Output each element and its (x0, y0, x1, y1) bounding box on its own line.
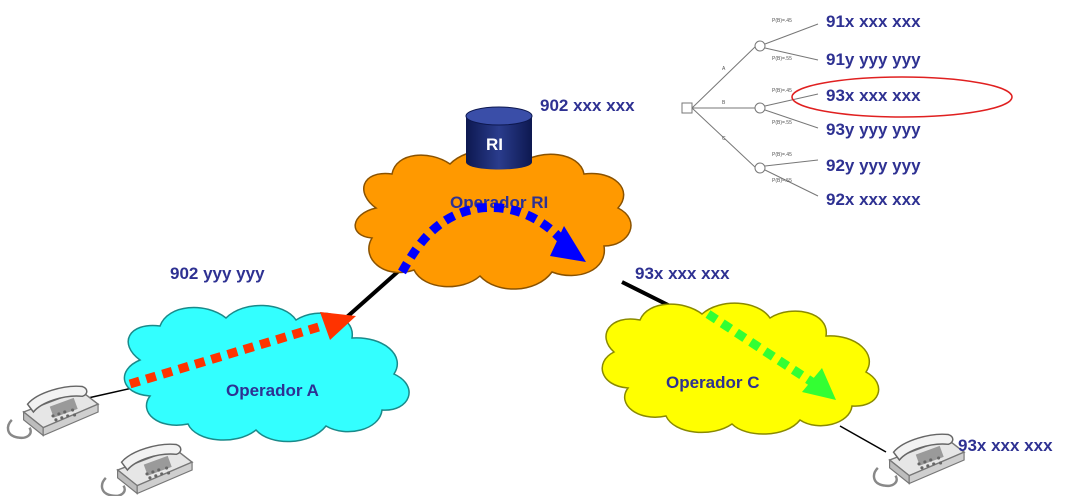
number-label-a: 902 yyy yyy (170, 264, 265, 283)
cloud-ri-label: Operador RI (450, 193, 548, 212)
tree-prob-label: P(B)=.45 (772, 88, 792, 94)
highlight-ellipse (791, 76, 1013, 118)
database-label: RI (486, 135, 503, 154)
database-ri: RI (465, 106, 533, 170)
link-c-phone (839, 425, 887, 453)
tree-branch-label: B (722, 100, 726, 106)
tree-leaf-label: 92y yyy yyy (826, 156, 921, 175)
tree-branch-label: A (722, 66, 726, 72)
tree-leaf-label: 91x xxx xxx (826, 12, 921, 31)
arrow-red (128, 312, 356, 389)
tree-leaf-label: 92x xxx xxx (826, 190, 921, 209)
tree-prob-label: P(B)=.55 (772, 178, 792, 184)
cloud-operador-c: Operador C (601, 302, 880, 435)
cloud-a-label: Operador A (226, 381, 319, 400)
arrow-green (705, 310, 836, 400)
tree-branch-labels: A B C P(B)=.45 P(B)=.55 P(B)=.45 P(B)=.5… (722, 18, 792, 184)
tree-branch-label: C (722, 136, 726, 142)
phone-icon (872, 432, 966, 488)
tree-prob-label: P(B)=.55 (772, 120, 792, 126)
tree-prob-label: P(B)=.55 (772, 56, 792, 62)
decision-tree (681, 23, 819, 197)
phone-icon (6, 384, 100, 440)
cloud-c-label: Operador C (666, 373, 760, 392)
tree-leaf-label: 93y yyy yyy (826, 120, 921, 139)
tree-prob-label: P(B)=.45 (772, 18, 792, 24)
number-label-phone-c: 93x xxx xxx (958, 436, 1053, 455)
cloud-operador-ri: Operador RI (354, 149, 632, 290)
number-label-c-link: 93x xxx xxx (635, 264, 730, 283)
phone-icon (100, 442, 194, 496)
tree-leaf-label-highlighted: 93x xxx xxx (826, 86, 921, 105)
cloud-operador-a: Operador A (123, 304, 410, 443)
tree-leaf-label: 91y yyy yyy (826, 50, 921, 69)
arrow-blue (398, 202, 586, 275)
tree-prob-label: P(B)=.45 (772, 152, 792, 158)
number-label-ri: 902 xxx xxx (540, 96, 635, 115)
